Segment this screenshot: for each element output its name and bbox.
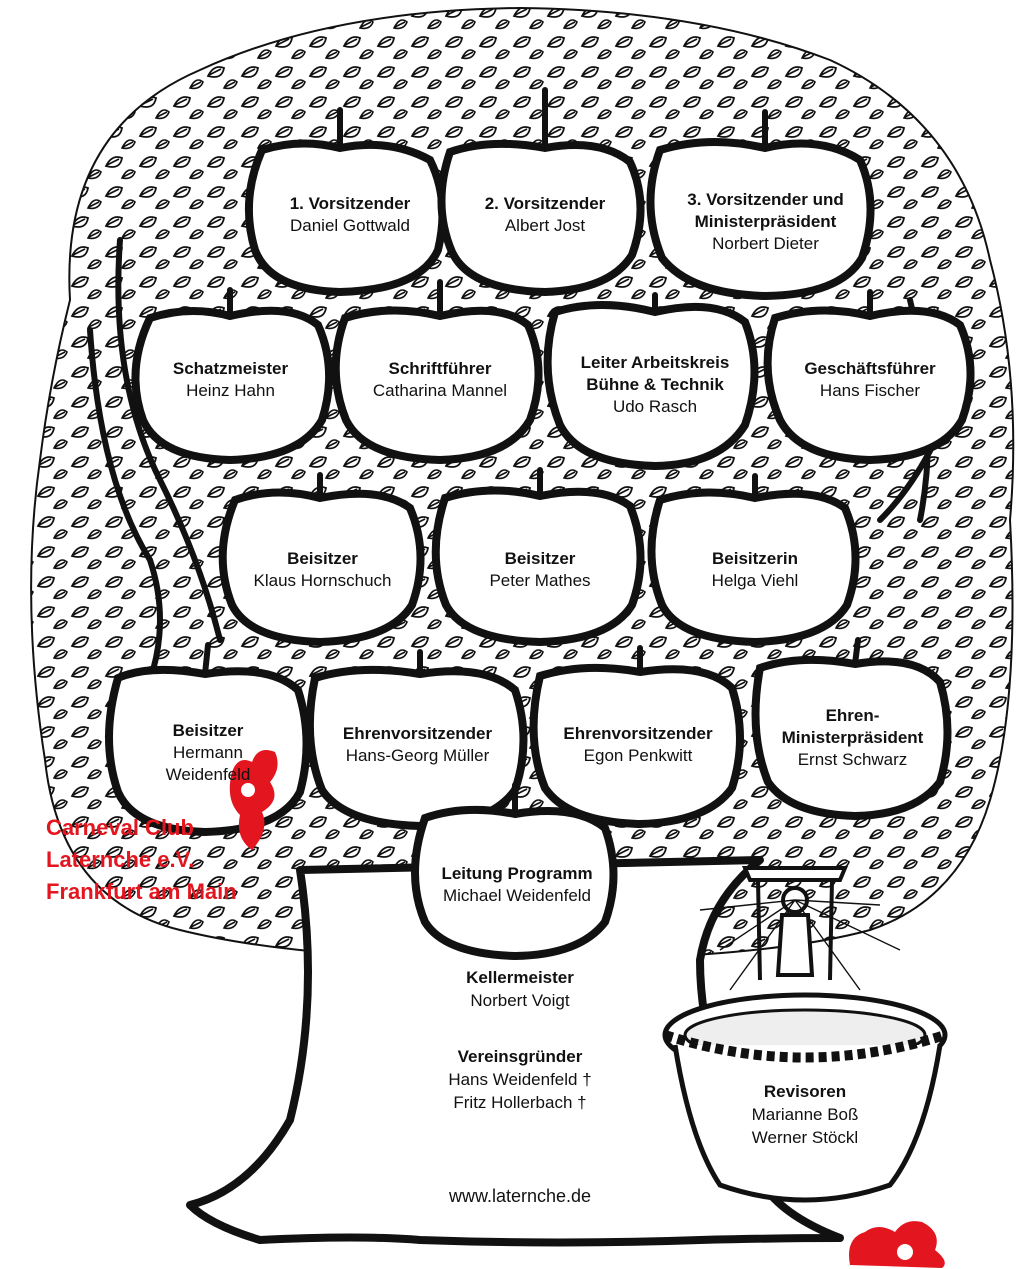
website-link[interactable]: www.laternche.de xyxy=(448,1186,592,1206)
apple-leitung-programm: Leitung Programm Michael Weidenfeld xyxy=(422,835,612,935)
apple-role: 3. Vorsitzender und Ministerpräsident xyxy=(687,190,844,231)
kellermeister-block: Kellermeister Norbert Voigt xyxy=(420,966,620,1012)
club-name-line-3: Frankfurt am Main xyxy=(46,879,237,904)
apple-name: Klaus Hornschuch xyxy=(253,571,392,590)
apple-3-vorsitzender: 3. Vorsitzender und Ministerpräsident No… xyxy=(668,162,863,282)
apple-shapes xyxy=(105,137,975,961)
apple-name: Hermann Weidenfeld xyxy=(165,742,251,784)
revisoren-block: Revisoren Marianne Boß Werner Stöckl xyxy=(735,1080,875,1149)
apple-role: Beisitzer xyxy=(504,549,576,568)
revisor-name-1: Marianne Boß xyxy=(751,1105,859,1124)
apple-schatzmeister: Schatzmeister Heinz Hahn xyxy=(143,330,318,430)
apple-name: Daniel Gottwald xyxy=(289,216,410,235)
revisoren-role: Revisoren xyxy=(763,1082,847,1101)
apple-name: Ernst Schwarz xyxy=(797,749,908,769)
apple-2-vorsitzender: 2. Vorsitzender Albert Jost xyxy=(450,165,640,265)
gruender-name-2: Fritz Hollerbach † xyxy=(453,1093,587,1112)
apple-role: Leitung Programm xyxy=(441,864,593,883)
apple-schriftfuehrer: Schriftführer Catharina Mannel xyxy=(345,330,535,430)
apple-role: Ehrenvorsitzender xyxy=(342,724,493,743)
apple-geschaeftsfuehrer: Geschäftsführer Hans Fischer xyxy=(775,330,965,430)
apple-role: Geschäftsführer xyxy=(804,359,936,378)
apple-ehrenvorsitzender-penkwitt: Ehrenvorsitzender Egon Penkwitt xyxy=(543,695,733,795)
club-name: Carneval Club Laternche e.V. Frankfurt a… xyxy=(46,812,237,908)
apple-role: 1. Vorsitzender xyxy=(289,194,411,213)
apple-name: Heinz Hahn xyxy=(186,381,275,400)
apple-role: Leiter Arbeitskreis Bühne & Technik xyxy=(580,353,730,394)
apple-role: Schatzmeister xyxy=(172,359,289,378)
jester-logo-small-icon xyxy=(849,1221,945,1268)
apple-role: Schriftführer xyxy=(388,359,492,378)
apple-name: Michael Weidenfeld xyxy=(442,886,592,905)
apple-role: 2. Vorsitzender xyxy=(484,194,606,213)
apple-name: Catharina Mannel xyxy=(372,381,508,400)
apple-name: Udo Rasch xyxy=(612,397,698,416)
apple-name: Albert Jost xyxy=(504,216,586,235)
apple-role: Ehrenvorsitzender xyxy=(563,724,713,743)
apple-role: Ehren-Ministerpräsident xyxy=(781,705,924,747)
club-name-line-2: Laternche e.V. xyxy=(46,847,195,872)
apple-role: Beisitzer xyxy=(172,720,244,740)
apple-beisitzer-mathes: Beisitzer Peter Mathes xyxy=(445,520,635,620)
apple-role: Beisitzer xyxy=(287,549,358,568)
gruender-name-1: Hans Weidenfeld † xyxy=(448,1070,592,1089)
apple-name: Norbert Dieter xyxy=(712,234,819,253)
apple-beisitzerin-viehl: Beisitzerin Helga Viehl xyxy=(660,520,850,620)
apple-name: Hans Fischer xyxy=(819,381,921,400)
apple-ehren-ministerpraesident: Ehren-Ministerpräsident Ernst Schwarz xyxy=(765,680,940,795)
vereinsgruender-block: Vereinsgründer Hans Weidenfeld † Fritz H… xyxy=(410,1045,630,1114)
club-name-line-1: Carneval Club xyxy=(46,815,194,840)
revisor-name-2: Werner Stöckl xyxy=(751,1128,859,1147)
lantern-icon xyxy=(699,866,901,991)
kellermeister-role: Kellermeister xyxy=(466,968,574,987)
apple-name: Egon Penkwitt xyxy=(583,746,693,765)
kellermeister-name: Norbert Voigt xyxy=(470,991,570,1010)
vereinsgruender-role: Vereinsgründer xyxy=(457,1047,583,1066)
apple-role: Beisitzerin xyxy=(712,549,798,568)
apple-name: Hans-Georg Müller xyxy=(345,746,490,765)
apple-leiter-arbeitskreis: Leiter Arbeitskreis Bühne & Technik Udo … xyxy=(560,330,750,440)
apple-ehrenvorsitzender-mueller: Ehrenvorsitzender Hans-Georg Müller xyxy=(320,695,515,795)
basket-icon xyxy=(662,992,948,1203)
apple-1-vorsitzender: 1. Vorsitzender Daniel Gottwald xyxy=(255,165,445,265)
apple-name: Peter Mathes xyxy=(489,571,591,590)
apple-beisitzer-hornschuch: Beisitzer Klaus Hornschuch xyxy=(230,520,415,620)
apple-beisitzer-weidenfeld: Beisitzer Hermann Weidenfeld xyxy=(118,695,298,810)
apple-name: Helga Viehl xyxy=(711,571,799,590)
jester-logo-icon xyxy=(229,749,278,850)
